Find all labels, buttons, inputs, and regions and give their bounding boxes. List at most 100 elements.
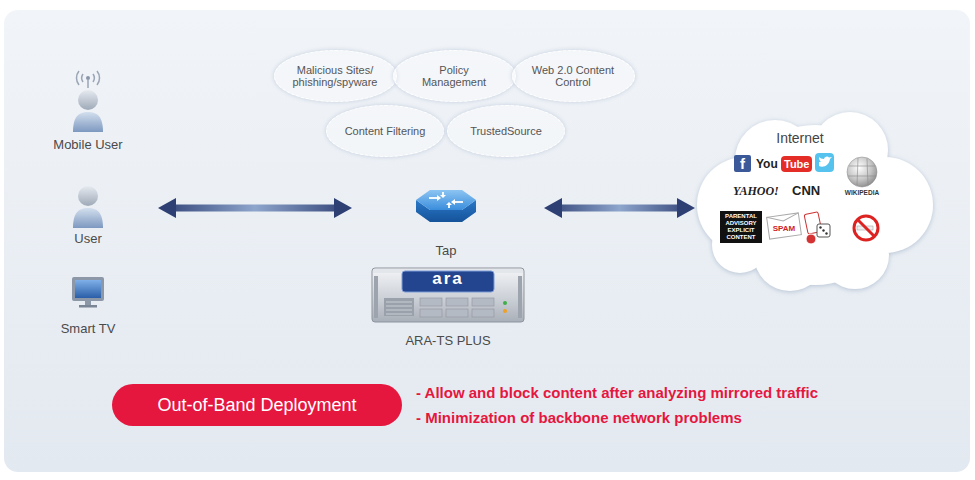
ara-appliance bbox=[372, 268, 524, 322]
tap-router-icon bbox=[429, 197, 438, 199]
ara-appliance bbox=[446, 309, 468, 317]
panel bbox=[4, 10, 970, 472]
tap-router-icon bbox=[454, 201, 463, 203]
tap-router-icon bbox=[446, 202, 452, 205]
mobile-user-icon bbox=[73, 112, 103, 132]
internet-cloud: Internet bbox=[695, 105, 935, 295]
twitter-logo bbox=[815, 153, 834, 172]
tap-node: Tap bbox=[410, 180, 482, 262]
twitter-logo bbox=[815, 153, 834, 172]
mobile-user-icon bbox=[87, 80, 89, 88]
node-label: Smart TV bbox=[61, 321, 116, 336]
logo-text: PARENTAL ADVISORY EXPLICIT CONTENT bbox=[720, 211, 762, 243]
ara-appliance bbox=[386, 310, 412, 311]
spam-envelope bbox=[767, 213, 800, 223]
logo-text: Tube bbox=[781, 156, 812, 172]
ara-appliance bbox=[420, 309, 442, 317]
mobile-user-icon bbox=[76, 71, 79, 85]
user-icon bbox=[78, 186, 98, 206]
mobile-user-icon bbox=[97, 71, 100, 85]
twitter-logo bbox=[819, 157, 832, 167]
node-label: Mobile User bbox=[53, 137, 122, 152]
user-node: Mobile User bbox=[40, 64, 136, 156]
cloud-title: Internet bbox=[776, 130, 823, 146]
spam-envelope bbox=[767, 213, 802, 239]
feature-oval: Web 2.0 Content Control bbox=[512, 50, 635, 102]
mobile-user-icon bbox=[78, 90, 98, 110]
tap-router-icon bbox=[451, 199, 455, 205]
feature-oval: Policy Management bbox=[393, 50, 516, 102]
tap-router-icon bbox=[437, 195, 455, 205]
logo-text: f bbox=[734, 155, 751, 172]
ara-appliance bbox=[372, 268, 524, 322]
tap-router-icon bbox=[429, 192, 463, 208]
no-smoking-sign bbox=[854, 216, 878, 240]
node-label: Tap bbox=[436, 243, 457, 258]
note-text: - Allow and block content after analyzin… bbox=[416, 384, 818, 402]
smart-tv-icon bbox=[72, 277, 104, 308]
casino-icon bbox=[825, 232, 827, 234]
ara-appliance bbox=[374, 276, 378, 318]
ara-appliance bbox=[446, 298, 468, 306]
casino-icon bbox=[817, 224, 830, 237]
mobile-user-icon bbox=[73, 71, 103, 132]
smart-tv-icon bbox=[79, 305, 97, 308]
bidirectional-arrow bbox=[561, 205, 678, 212]
casino-icon bbox=[804, 212, 830, 244]
no-smoking-sign bbox=[858, 220, 875, 237]
cloud-shape bbox=[812, 112, 888, 188]
oval-label: Web 2.0 Content Control bbox=[526, 64, 621, 88]
ara-appliance bbox=[472, 298, 494, 306]
ara-appliance bbox=[503, 309, 507, 313]
smart-tv-icon bbox=[75, 280, 101, 298]
logo-text: CNN bbox=[792, 183, 820, 199]
tap-router-icon bbox=[440, 195, 446, 198]
ara-appliance bbox=[386, 302, 412, 314]
oval-label: Content Filtering bbox=[345, 125, 426, 137]
spam-envelope bbox=[767, 213, 802, 239]
mobile-user-icon bbox=[86, 76, 90, 80]
deployment-pill: Out-of-Band Deployment bbox=[112, 384, 402, 426]
bidirectional-arrow bbox=[175, 205, 335, 212]
wikipedia-globe bbox=[848, 158, 876, 185]
tap-router-icon bbox=[416, 190, 476, 210]
ara-appliance bbox=[386, 302, 412, 303]
no-smoking-sign bbox=[854, 216, 878, 240]
tap-router-icon bbox=[437, 195, 441, 201]
node-label: ARA-TS PLUS bbox=[405, 333, 490, 348]
pill-label: Out-of-Band Deployment bbox=[157, 395, 356, 416]
smart-tv-icon bbox=[72, 277, 104, 301]
wikipedia-globe bbox=[847, 157, 877, 187]
logo-text: You bbox=[756, 156, 778, 172]
smart-tv-icon bbox=[85, 301, 91, 305]
oval-label: TrustedSource bbox=[470, 125, 542, 137]
node-label: User bbox=[74, 231, 101, 246]
user-icon bbox=[73, 208, 103, 228]
ara-appliance bbox=[503, 301, 507, 305]
tap-router-icon bbox=[416, 190, 476, 222]
logo-text: ara bbox=[432, 269, 464, 289]
ara-appliance bbox=[518, 276, 522, 318]
mobile-user-icon bbox=[76, 71, 99, 85]
ara-appliance bbox=[472, 309, 494, 317]
mobile-user-icon bbox=[82, 74, 83, 82]
ara-appliance bbox=[386, 314, 412, 315]
oval-label: Policy Management bbox=[407, 64, 502, 88]
appliance-node: araARA-TS PLUS bbox=[366, 266, 530, 350]
user-icon bbox=[73, 186, 103, 228]
casino-icon bbox=[819, 226, 821, 228]
mobile-user-icon bbox=[93, 74, 94, 82]
logo-text: SPAM bbox=[772, 224, 797, 234]
ara-appliance bbox=[384, 298, 414, 316]
logo-text: WIKIPEDIA bbox=[845, 189, 879, 197]
feature-oval: Content Filtering bbox=[326, 105, 444, 157]
note-text: - Minimization of backbone network probl… bbox=[416, 409, 742, 427]
casino-icon bbox=[806, 234, 816, 244]
user-node: User bbox=[40, 186, 136, 250]
cloud-shape bbox=[697, 112, 933, 291]
casino-icon bbox=[822, 229, 824, 231]
